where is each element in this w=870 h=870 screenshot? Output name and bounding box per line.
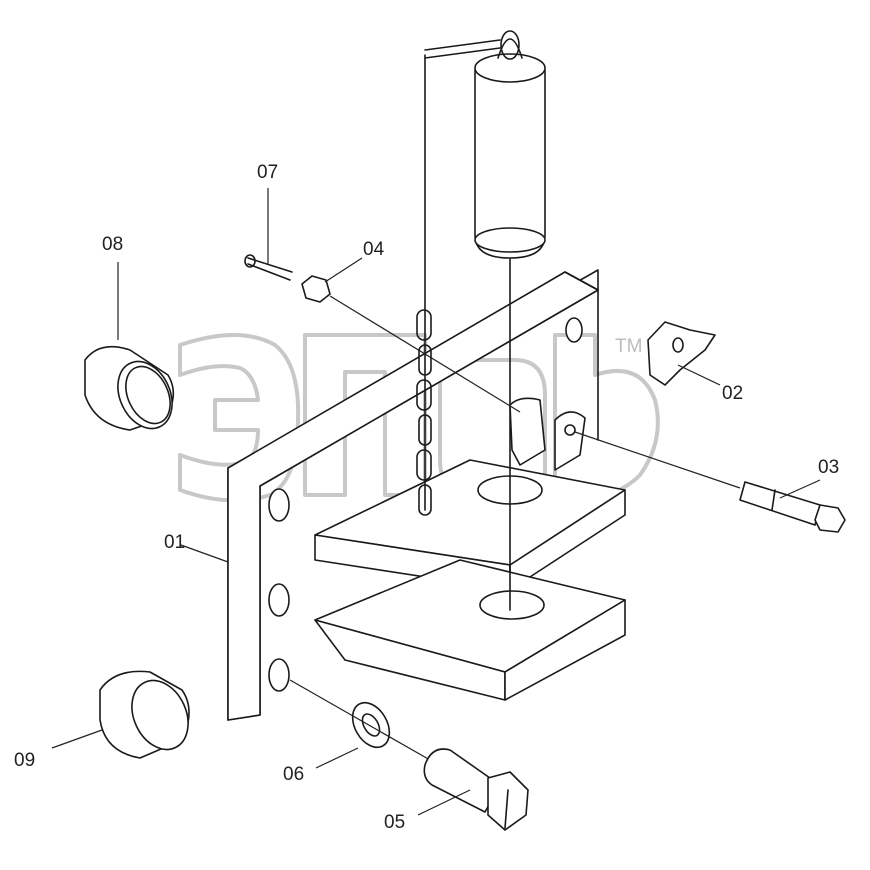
plate-hole-1 xyxy=(268,488,290,522)
label-05: 05 xyxy=(384,812,405,833)
clevis-bracket xyxy=(509,397,586,471)
label-07: 07 xyxy=(257,162,278,183)
plate-hole-top xyxy=(565,317,583,343)
label-09: 09 xyxy=(14,750,35,771)
plate-hole-3 xyxy=(268,658,290,692)
pin-cylinder xyxy=(474,30,546,611)
chain xyxy=(416,39,501,516)
cotter-pin-07 xyxy=(244,254,293,281)
plate-hole-2 xyxy=(268,583,290,617)
label-01: 01 xyxy=(164,532,185,553)
nut-04 xyxy=(301,275,521,413)
lower-shelf-hole xyxy=(479,590,545,620)
cap-08 xyxy=(84,345,175,431)
washer-06 xyxy=(351,701,391,749)
cap-09 xyxy=(99,670,190,759)
label-08: 08 xyxy=(102,234,123,255)
leader-lines xyxy=(51,188,821,816)
part-labels: 01 02 03 04 05 06 07 08 09 xyxy=(14,162,839,833)
link-plate-02 xyxy=(647,321,716,386)
label-04: 04 xyxy=(363,239,385,260)
label-02: 02 xyxy=(722,383,743,404)
bolt-03 xyxy=(574,431,846,533)
lower-shelf xyxy=(314,559,626,701)
label-03: 03 xyxy=(818,457,839,478)
bolt-05 xyxy=(289,679,529,831)
mounting-plate xyxy=(227,269,599,721)
label-06: 06 xyxy=(283,764,304,785)
watermark-tm: TM xyxy=(615,336,642,357)
